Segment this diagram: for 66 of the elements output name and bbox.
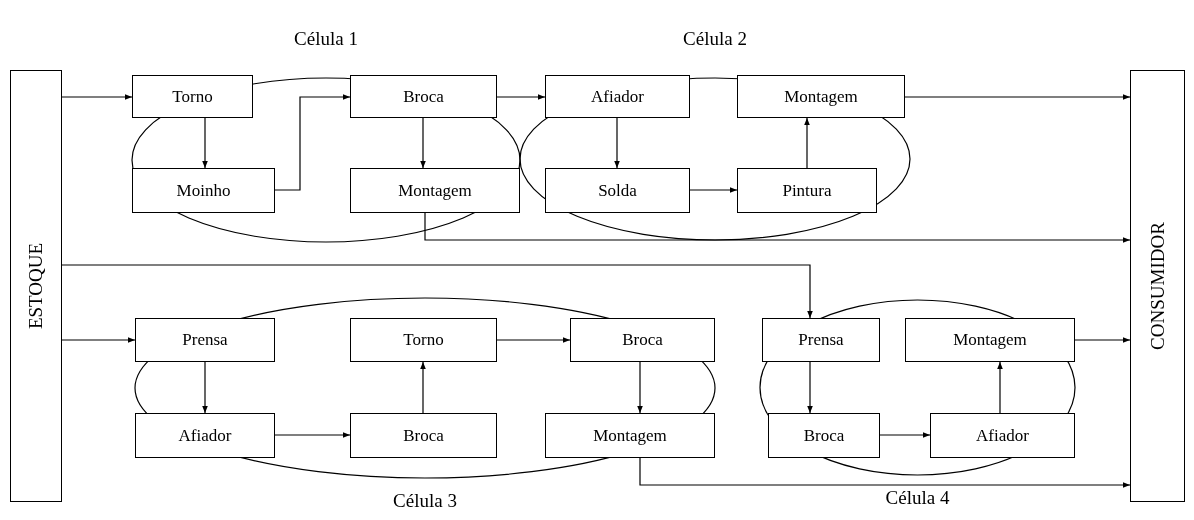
arrow [637, 361, 643, 414]
node-label: Prensa [182, 330, 228, 350]
arrow [904, 94, 1131, 100]
arrow [420, 117, 426, 169]
arrow [424, 212, 1131, 243]
arrow [639, 457, 1131, 488]
node-label: CONSUMIDOR [1146, 222, 1169, 350]
side-box [10, 70, 62, 502]
arrow [689, 187, 738, 193]
arrow [496, 94, 546, 100]
node-label: Afiador [976, 425, 1029, 446]
process-box [762, 318, 880, 362]
arrow [879, 432, 931, 438]
arrow [61, 337, 136, 343]
node-label: Pintura [782, 180, 832, 201]
process-box [132, 75, 253, 118]
arrow [997, 361, 1003, 414]
node-label: Prensa [798, 330, 844, 350]
arrow [420, 361, 426, 414]
arrow [202, 361, 208, 414]
arrow [614, 117, 620, 169]
node-label: Torno [403, 330, 444, 350]
process-box [350, 413, 497, 458]
arrow [804, 117, 810, 169]
node-label: Montagem [953, 330, 1027, 350]
arrow [61, 94, 133, 100]
cell-label: Célula 4 [885, 487, 950, 509]
arrow [274, 432, 351, 438]
node-label: Torno [172, 86, 213, 107]
arrow [61, 264, 813, 319]
process-box [768, 413, 880, 458]
process-box [545, 413, 715, 458]
node-label: Moinho [176, 180, 231, 201]
process-box [930, 413, 1075, 458]
process-box [350, 75, 497, 118]
node-label: Broca [403, 425, 444, 446]
side-box [1130, 70, 1185, 502]
node-label: Afiador [591, 86, 644, 107]
node-label: Solda [598, 180, 637, 201]
node-label: Broca [803, 425, 845, 446]
cell-label: Célula 2 [683, 28, 747, 50]
arrow [274, 94, 351, 191]
node-label: Montagem [593, 425, 667, 446]
node-label: Broca [622, 330, 663, 350]
arrow [496, 337, 571, 343]
process-box [545, 75, 690, 118]
process-box [737, 75, 905, 118]
arrow [1074, 337, 1131, 343]
process-box [570, 318, 715, 362]
cell-label: Célula 3 [393, 490, 457, 512]
arrow [807, 361, 813, 414]
process-box [350, 168, 520, 213]
process-box [905, 318, 1075, 362]
node-label: Montagem [784, 86, 858, 107]
process-box [135, 413, 275, 458]
process-box [132, 168, 275, 213]
process-box [350, 318, 497, 362]
process-box [737, 168, 877, 213]
node-label: Montagem [398, 180, 472, 201]
node-label: Afiador [178, 425, 232, 446]
node-label: Broca [403, 86, 444, 107]
cell-label: Célula 1 [294, 28, 358, 50]
node-label: ESTOQUE [25, 242, 47, 330]
process-box [135, 318, 275, 362]
process-box [545, 168, 690, 213]
arrow [202, 117, 208, 169]
